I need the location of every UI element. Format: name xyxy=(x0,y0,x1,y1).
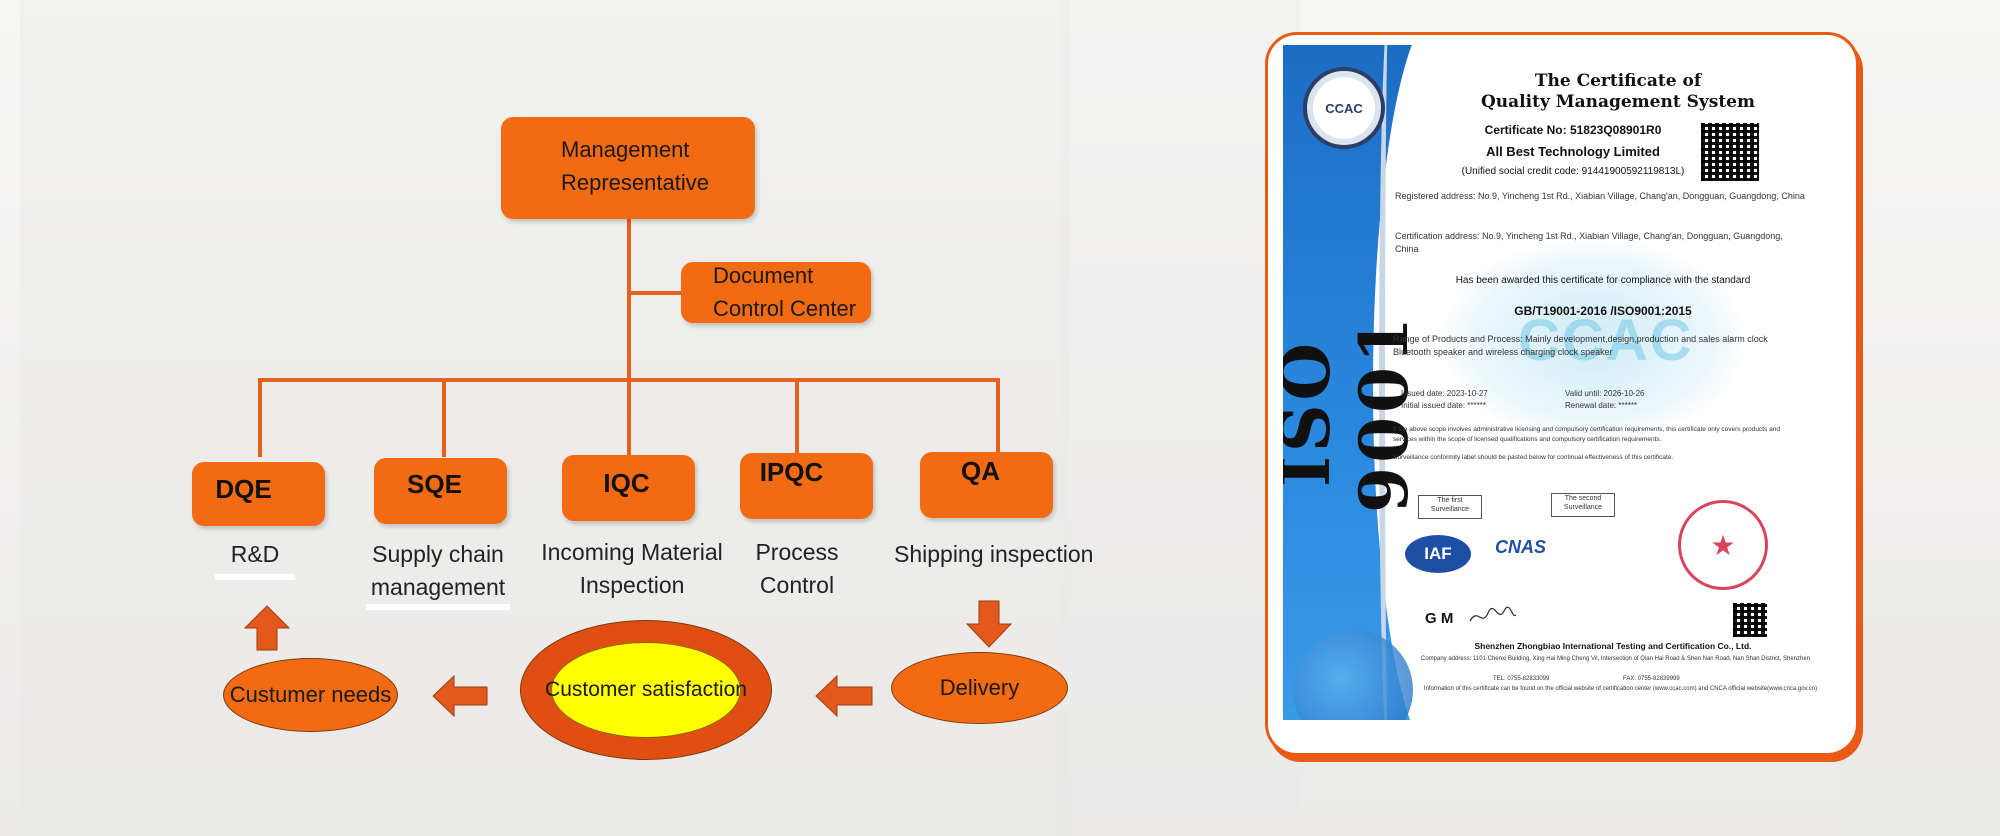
dept-desc-ipqc: Process Control xyxy=(755,539,839,598)
certificate-awarded-text: Has been awarded this certificate for co… xyxy=(1455,275,1751,286)
certificate-gm-signature: G M xyxy=(1425,610,1454,627)
dept-code: QA xyxy=(961,455,1000,486)
trunk-line xyxy=(627,218,631,380)
customer-satisfaction-ellipse: Customer satisfaction xyxy=(520,620,772,760)
dept-code: DQE xyxy=(215,473,272,504)
arrow-left-icon xyxy=(815,675,873,717)
certificate-note2: Surveillance conformity label should be … xyxy=(1393,454,1674,461)
certificate-initial-issued: Initial issued date: ****** xyxy=(1401,401,1486,410)
customer-satisfaction-inner: Customer satisfaction xyxy=(545,642,747,738)
certificate-issuer-address: Company address: 1101 Chenxi Building, X… xyxy=(1421,656,1810,662)
certificate-scope: Range of Products and Process: Mainly de… xyxy=(1393,334,1768,357)
sqe-drop-line xyxy=(442,380,446,457)
certificate-certification-address: Certification address: No.9, Yincheng 1s… xyxy=(1395,231,1783,254)
certificate-fax: FAX: 0755-82839999 xyxy=(1623,676,1680,682)
iso-certificate: CCAC ISO 9001 CCAC The Certificate of Qu… xyxy=(1283,45,1828,720)
qr-code-icon xyxy=(1701,123,1759,181)
arrow-down-icon xyxy=(966,600,1012,648)
arrow-left-icon xyxy=(432,675,488,717)
customer-needs-label: Custumer needs xyxy=(229,682,392,707)
certificate-standard: GB/T19001-2016 /ISO9001:2015 xyxy=(1514,304,1692,318)
certificate-info: Information of this certificate can be f… xyxy=(1423,686,1818,692)
globe-decoration xyxy=(1293,630,1413,720)
dept-code: IQC xyxy=(603,467,650,498)
management-representative-label: Management Representative xyxy=(561,137,709,195)
iaf-logo: IAF xyxy=(1405,535,1471,573)
document-control-center-box: Document Control Center xyxy=(681,262,871,323)
ccac-seal-icon: CCAC xyxy=(1303,67,1385,149)
certificate-note1: If the above scope involves administrati… xyxy=(1393,426,1780,443)
customer-needs-ellipse: Custumer needs xyxy=(223,658,398,732)
dept-desc-sqe: Supply chain management xyxy=(366,538,510,610)
certificate-registered-address: Registered address: No.9, Yincheng 1st R… xyxy=(1395,191,1805,201)
doc-branch-line xyxy=(629,291,681,295)
certificate-watermark xyxy=(1443,240,1743,440)
certificate-renewal-date: Renewal date: ****** xyxy=(1565,401,1638,410)
ipqc-drop-line xyxy=(795,380,799,455)
signature-icon xyxy=(1469,606,1517,622)
arrow-up-icon xyxy=(244,605,290,651)
dept-box-dqe: DQE xyxy=(192,462,325,526)
certificate-title-line1: The Certificate of xyxy=(1534,71,1702,91)
dqe-drop-line xyxy=(258,380,262,457)
certificate-watermark-text: CCAC xyxy=(1518,308,1694,373)
certificate-title-line2: Quality Management System xyxy=(1481,92,1755,112)
iqc-drop-line xyxy=(627,380,631,457)
management-representative-box: Management Representative xyxy=(501,117,755,219)
certificate-issued-date: Issued date: 2023-10-27 xyxy=(1401,389,1488,398)
dept-box-qa: QA xyxy=(920,452,1053,518)
dept-desc-iqc: Incoming Material Inspection xyxy=(541,539,723,598)
certificate-valid-until: Valid until: 2026-10-26 xyxy=(1565,389,1645,398)
certificate-number: Certificate No: 51823Q08901R0 xyxy=(1484,123,1662,137)
delivery-ellipse: Delivery xyxy=(891,652,1068,724)
certificate-issuer: Shenzhen Zhongbiao International Testing… xyxy=(1474,641,1752,651)
dept-box-iqc: IQC xyxy=(562,455,695,521)
certificate-tel: TEL: 0755-82833099 xyxy=(1493,676,1550,682)
delivery-label: Delivery xyxy=(939,675,1020,700)
background-building xyxy=(1060,0,1300,836)
issuer-qr-code-icon xyxy=(1733,603,1767,637)
dept-desc-qa: Shipping inspection xyxy=(894,541,1094,567)
document-control-center-label: Document Control Center xyxy=(713,263,857,321)
dept-box-ipqc: IPQC xyxy=(740,453,873,519)
certificate-company: All Best Technology Limited xyxy=(1486,144,1660,159)
dept-code: SQE xyxy=(407,468,462,499)
certificate-band-edge xyxy=(1379,45,1399,720)
surveillance-box-second: The second Surveillance xyxy=(1551,493,1615,517)
red-company-seal-icon: ★ xyxy=(1678,500,1768,590)
cnas-logo: CNAS xyxy=(1495,537,1547,557)
qa-drop-line xyxy=(996,380,1000,455)
surveillance-box-first: The first Surveillance xyxy=(1418,495,1482,519)
background-building xyxy=(1840,560,2000,836)
customer-satisfaction-label: Customer satisfaction xyxy=(545,678,747,701)
certificate-credit-code: (Unified social credit code: 91441900592… xyxy=(1461,166,1685,177)
iso-9001-vertical-title: ISO 9001 xyxy=(1283,313,1423,513)
dept-code: IPQC xyxy=(759,456,824,487)
dept-desc-dqe: R&D xyxy=(215,538,295,580)
dept-box-sqe: SQE xyxy=(374,458,507,524)
